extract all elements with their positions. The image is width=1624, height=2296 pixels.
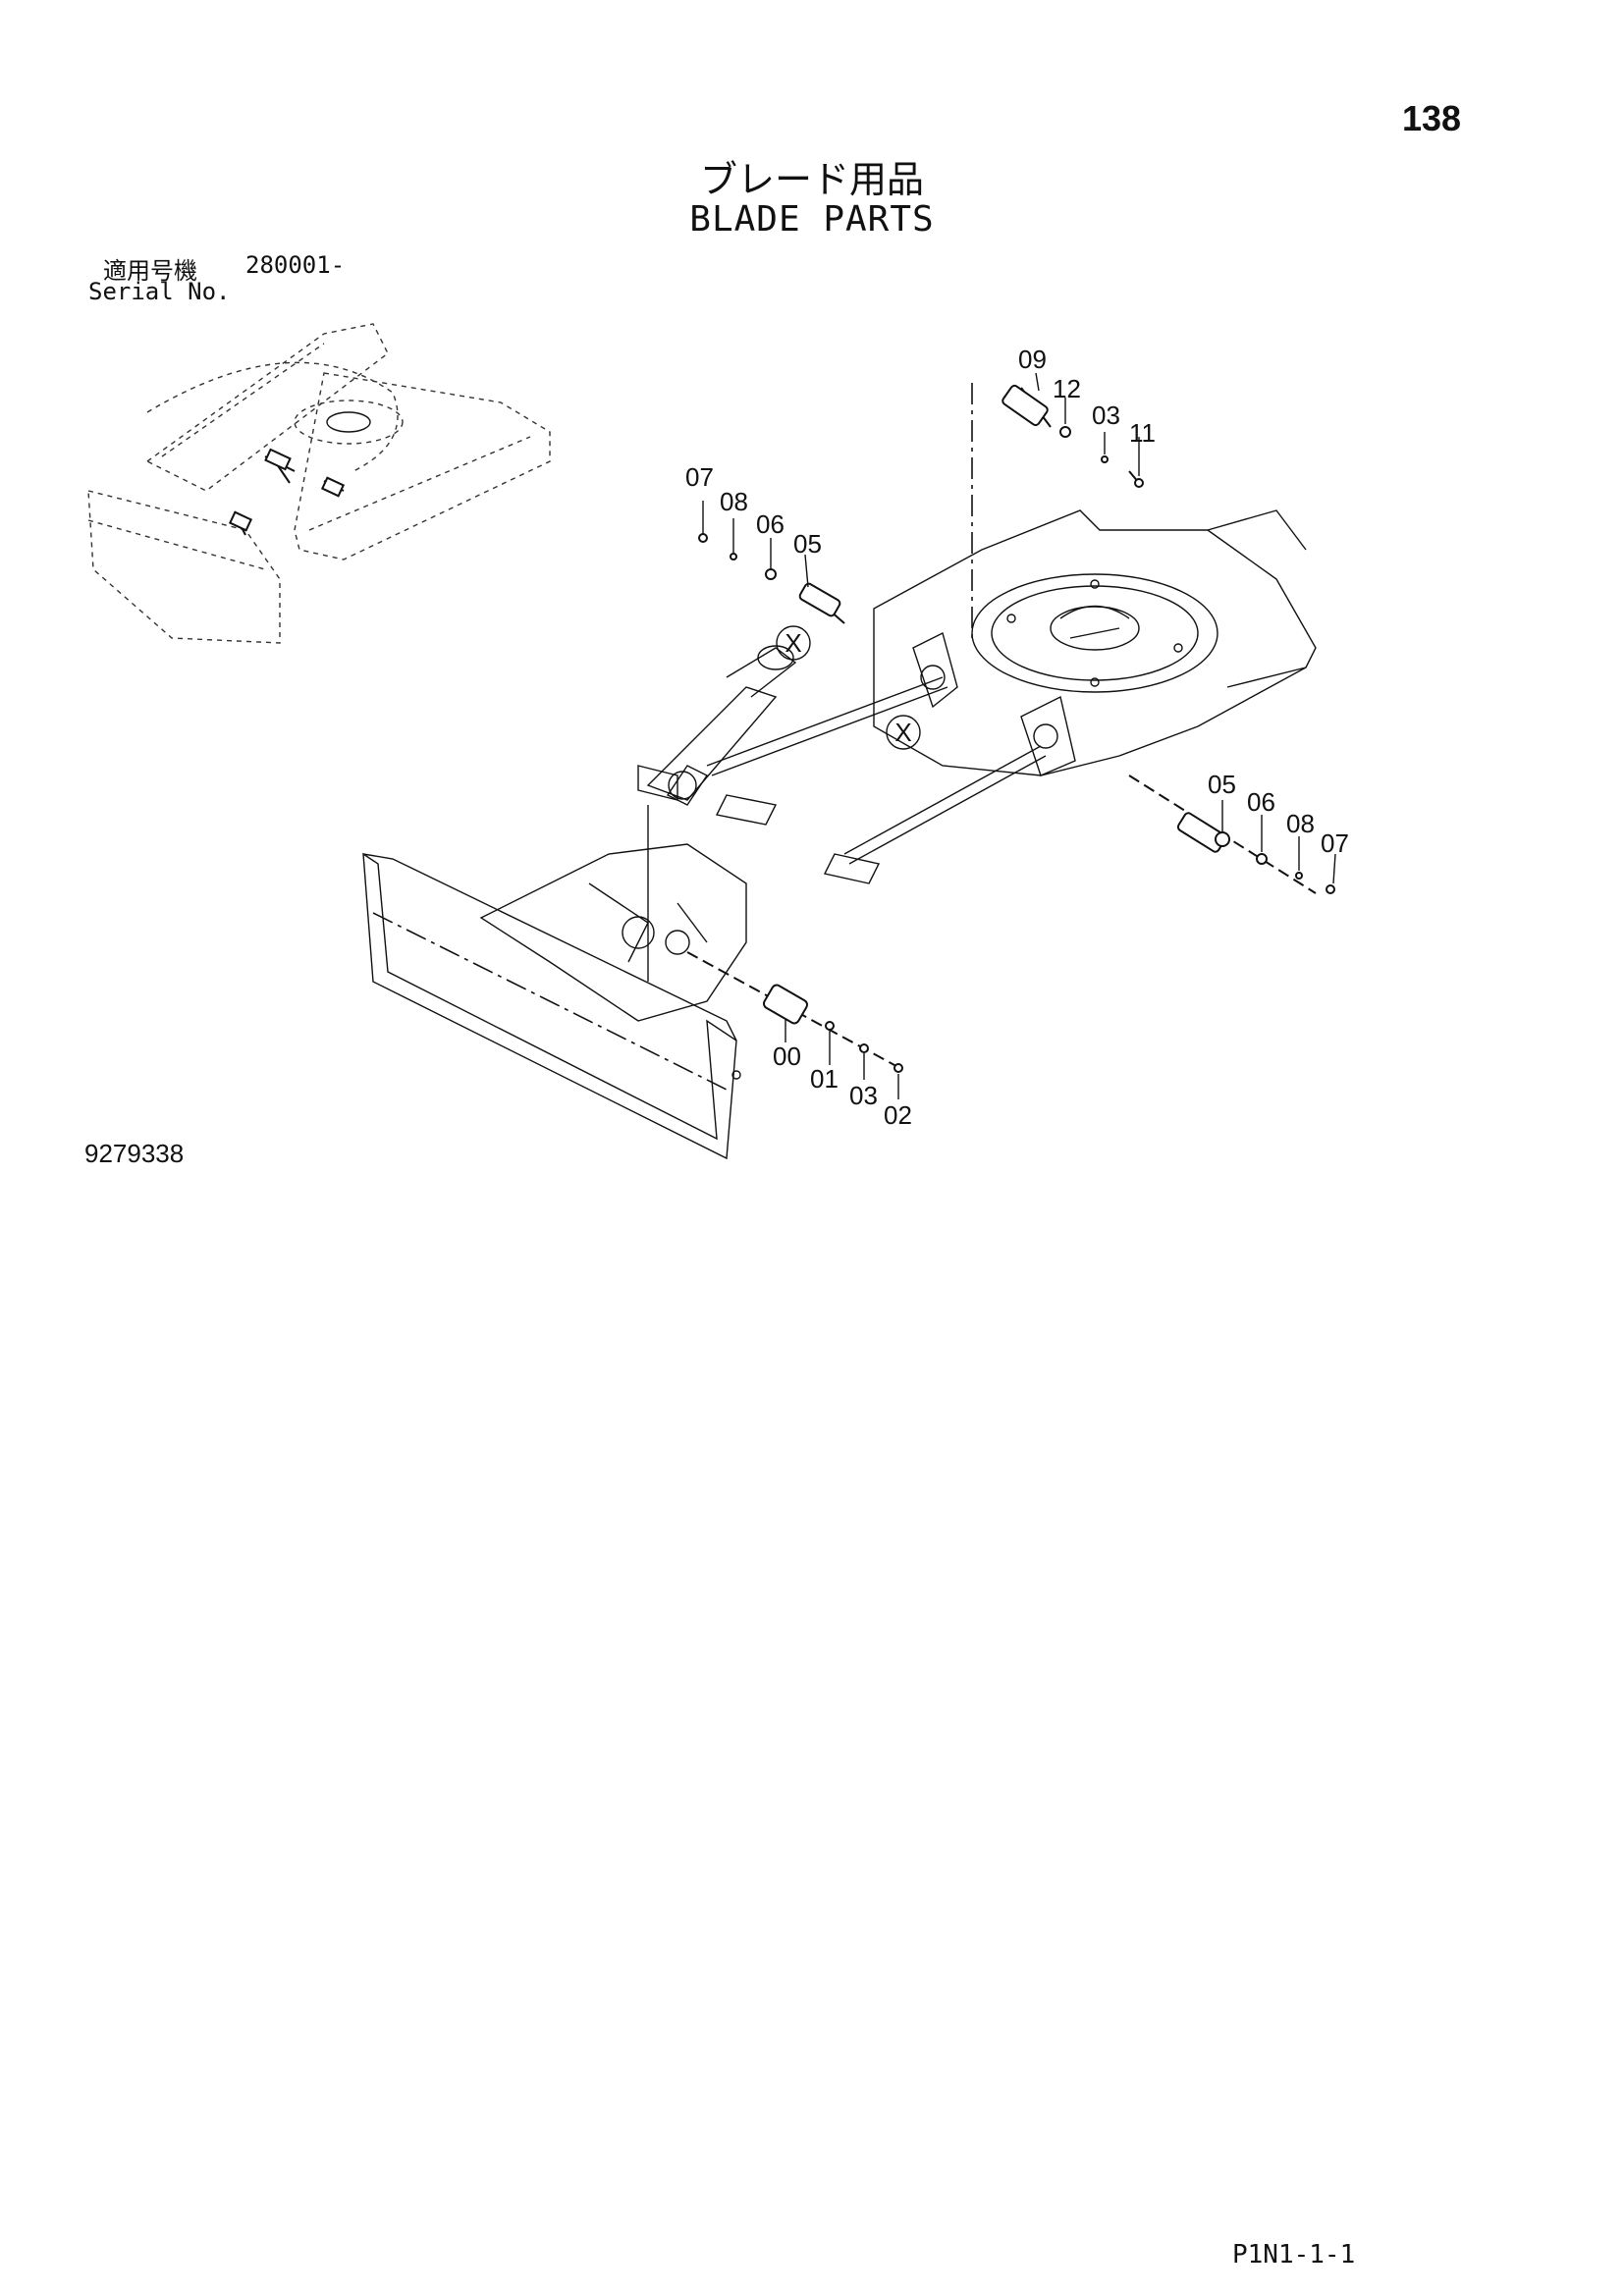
callout-label: 07 [685,462,714,492]
callout-label: 07 [1321,828,1349,858]
callouts-upper-right: 09 12 03 11 [1018,345,1156,448]
callout-label: 11 [1129,418,1156,448]
callout-label: 02 [884,1100,912,1130]
callout-label: 03 [1092,400,1120,430]
section-mark-label: X [785,628,801,658]
callout-label: 06 [1247,787,1275,817]
callout-label: 05 [1208,770,1236,799]
reference-code: P1N1-1-1 [1232,2240,1356,2269]
callout-label: 09 [1018,345,1047,374]
undercarriage-frame [873,383,1317,776]
pin-group-upper-right [1001,372,1144,488]
overview-inset [87,323,551,644]
callout-label: 08 [1286,809,1315,838]
pin-group-right [1128,774,1336,894]
pin-group-upper-left [698,501,845,624]
callouts-upper-left: 07 08 06 05 [685,462,822,559]
callout-label: 03 [849,1081,878,1110]
page-title-english: BLADE PARTS [689,199,935,240]
callout-label: 06 [756,509,785,539]
callout-label: 12 [1053,374,1081,403]
page-title-japanese: ブレード用品 [699,158,924,201]
callout-label: 08 [720,487,748,516]
callout-label: 01 [810,1064,839,1094]
section-mark-x-lower: X [886,715,921,750]
serial-label-japanese: 適用号機 [103,257,197,285]
callout-label: 05 [793,529,822,559]
callouts-right: 05 06 08 07 [1208,770,1349,858]
serial-label-english: Serial No. [88,278,231,305]
page-number: 138 [1402,98,1462,138]
serial-number-value: 280001- [245,251,346,279]
figure-number: 9279338 [84,1139,185,1168]
dozer-blade [362,843,747,1160]
section-mark-label: X [894,718,911,747]
section-mark-x-upper: X [776,625,811,661]
callout-label: 00 [773,1041,801,1071]
pin-group-lower [686,951,904,1099]
callouts-lower: 00 01 03 02 [773,1041,912,1130]
blade-cylinder [637,645,1047,982]
